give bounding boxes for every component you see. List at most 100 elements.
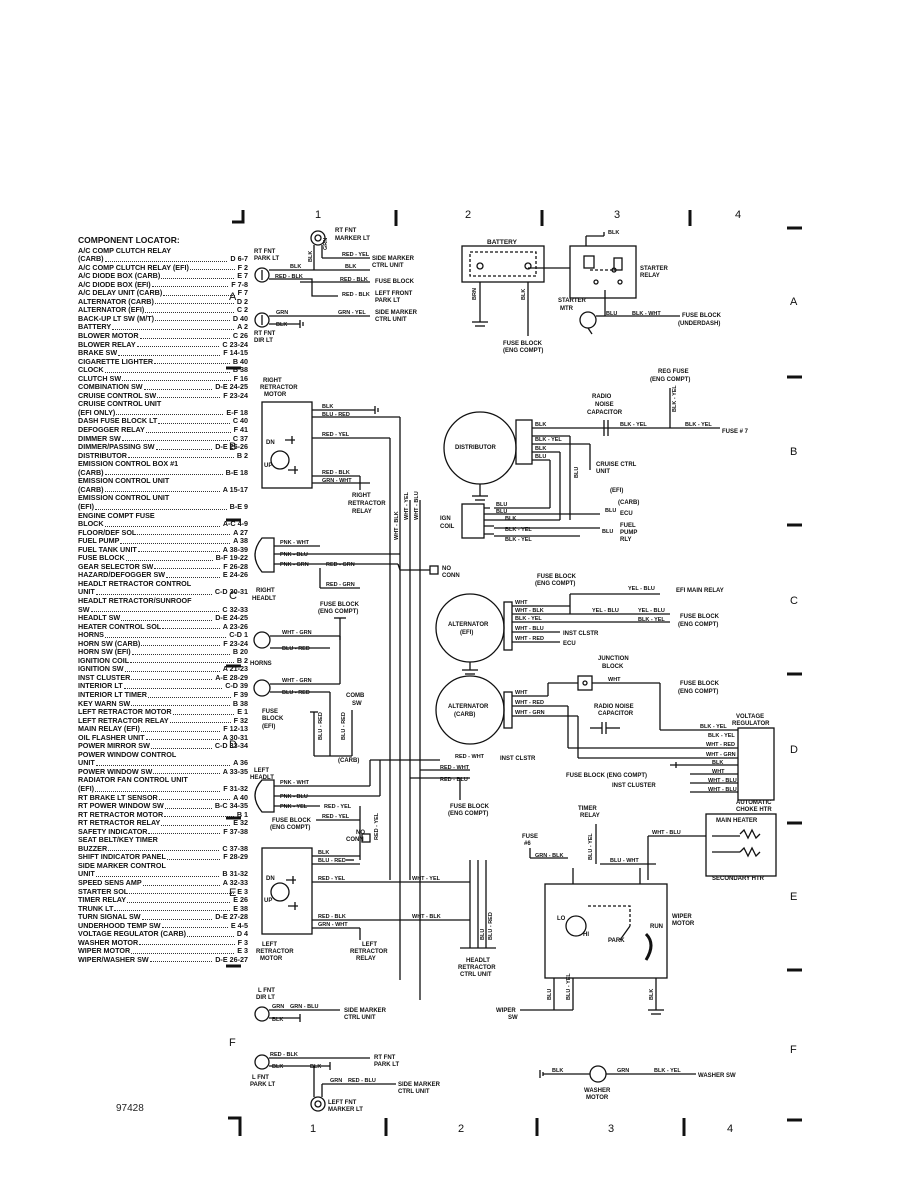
radio-noise-capacitor-carb: RADIO NOISE CAPACITOR xyxy=(590,704,634,734)
wire-label: LEFT xyxy=(254,768,269,774)
locator-leader-dots xyxy=(145,306,234,313)
row-label-right-E: E xyxy=(790,891,797,903)
locator-component-name: SW xyxy=(78,605,90,614)
main-trunk-wires: WHT - BLK WHT - YEL WHT - BLU xyxy=(389,417,421,1000)
locator-row: HORN SW (EFI)B 20 xyxy=(78,648,248,657)
locator-component-name: MAIN RELAY (EFI) xyxy=(78,725,140,734)
reg-fuse: REG FUSE (ENG COMPT) BLK - YEL BLK - YEL… xyxy=(650,369,749,435)
wire-label: INST CLSTR xyxy=(563,631,599,637)
locator-grid-ref: B 2 xyxy=(236,451,248,460)
wire-label: GRN xyxy=(276,310,288,316)
wire-segment xyxy=(617,279,623,285)
locator-grid-ref: E 7 xyxy=(237,272,248,281)
wire-label: RADIO NOISE xyxy=(594,704,634,710)
wire-label: WASHER SW xyxy=(698,1073,736,1079)
wire-label: RED - YEL xyxy=(318,876,346,882)
wire-label: BLK xyxy=(310,1064,321,1070)
locator-component-name: ALTERNATOR (CARB) xyxy=(78,297,154,306)
locator-grid-ref: A 27 xyxy=(233,528,248,537)
locator-component-name: BLOWER MOTOR xyxy=(78,332,139,341)
wire-label: (ENG COMPT) xyxy=(650,377,690,383)
locator-component-name: HORNS xyxy=(78,631,104,640)
locator-component-name: CRUISE CONTROL UNIT xyxy=(78,400,162,409)
wire-label: STARTER xyxy=(640,266,669,272)
wire-label: (ENG COMPT) xyxy=(318,609,358,615)
wire-label: BLU - WHT xyxy=(610,858,639,864)
distributor: DISTRIBUTOR BLK BLK - YEL BLK BLU xyxy=(443,411,680,501)
wire-label: RETRACTOR xyxy=(350,949,388,955)
locator-leader-dots xyxy=(189,264,235,271)
locator-grid-ref: F 32 xyxy=(233,716,248,725)
locator-leader-dots xyxy=(143,383,213,390)
wire-segment xyxy=(739,828,761,840)
component-locator: COMPONENT LOCATOR: A/C COMP CLUTCH RELAY… xyxy=(78,236,248,964)
locator-leader-dots xyxy=(141,913,213,920)
wire-label: PNK - BLU xyxy=(280,552,308,558)
wire-label: RELAY xyxy=(640,273,660,279)
wire-label: PARK LT xyxy=(375,298,400,304)
locator-component-name: UNIT xyxy=(78,759,95,768)
wire-label: SW xyxy=(352,701,362,707)
locator-component-name: ENGINE COMPT FUSE xyxy=(78,511,155,520)
cruise-ctrl-unit: CRUISE CTRL UNIT BLU (EFI) (CARB) BLU EC… xyxy=(569,436,639,543)
battery: BATTERY BRN BLK FUSE BLOCK (ENG COMPT) xyxy=(461,239,570,354)
wire-label: BLK xyxy=(505,516,516,522)
locator-row: VOLTAGE REGULATOR (CARB)D 4 xyxy=(78,930,248,939)
locator-grid-ref: C 40 xyxy=(232,417,248,426)
wire-label: (CARB) xyxy=(454,712,475,718)
locator-row: SIDE MARKER CONTROL xyxy=(78,862,248,871)
wire-label: BLU xyxy=(602,529,613,535)
headlt-retractor-ctrl-unit: BLU BLU - RED HEADLT RETRACTOR CTRL UNIT xyxy=(458,860,496,978)
wire-label: BLU - RED xyxy=(341,712,347,740)
wire-label: BLK - WHT xyxy=(632,311,661,317)
wire-label: PNK - BLU xyxy=(280,794,308,800)
wire-segment xyxy=(583,255,595,269)
wire-label: BLU xyxy=(535,454,546,460)
locator-component-name: HEADLT RETRACTOR CONTROL xyxy=(78,579,192,588)
locator-component-name: WIPER/WASHER SW xyxy=(78,955,149,964)
l-fnt-dir-lt: L FNT DIR LT GRN GRN - BLU BLK SIDE MARK… xyxy=(254,988,387,1023)
locator-leader-dots xyxy=(166,571,220,578)
wire-label: SW xyxy=(508,1015,518,1021)
wire-label: WHT xyxy=(515,690,528,696)
locator-grid-ref: C 26 xyxy=(232,332,248,341)
wire-label: BLU - RED xyxy=(282,690,310,696)
wire-label: GRN - WHT xyxy=(322,478,352,484)
locator-grid-ref: A 23-26 xyxy=(222,622,248,631)
junction-block: JUNCTION BLOCK WHT FUSE BLOCK (ENG COMPT… xyxy=(547,656,720,730)
wire-label: WHT xyxy=(608,677,621,683)
locator-leader-dots xyxy=(161,272,235,279)
wire-label: RT FNT xyxy=(254,249,276,255)
locator-component-name: CLUTCH SW xyxy=(78,374,122,383)
locator-component-name: SHIFT INDICATOR PANEL xyxy=(78,853,166,862)
locator-grid-ref: F 7-8 xyxy=(231,280,248,289)
locator-leader-dots xyxy=(140,725,221,732)
locator-leader-dots xyxy=(154,298,234,305)
wire-label: PNK - YEL xyxy=(280,804,308,810)
wire-label: BLK - YEL xyxy=(638,617,665,623)
wire-label: NO xyxy=(442,566,451,572)
locator-row: EMISSION CONTROL BOX #1 xyxy=(78,460,248,469)
wire-label: RUN xyxy=(650,924,663,930)
wire-label: DISTRIBUTOR xyxy=(455,445,497,451)
wire-segment xyxy=(705,813,777,877)
locator-grid-ref: A 32-33 xyxy=(222,879,248,888)
locator-grid-ref: A-C 4-9 xyxy=(222,520,248,529)
wire-label: TIMER xyxy=(578,806,597,812)
horns: WHT - GRN BLU - RED WHT - GRN BLU - RED … xyxy=(250,630,341,697)
locator-leader-dots xyxy=(139,939,235,946)
wire-label: SIDE MARKER xyxy=(375,310,418,316)
wire-label: PARK xyxy=(608,938,625,944)
locator-leader-dots xyxy=(149,956,213,963)
locator-leader-dots xyxy=(95,870,220,878)
wire-segment xyxy=(285,436,295,444)
locator-row: HORN SW (CARB)F 23-24 xyxy=(78,640,248,649)
locator-component-name: BLOWER RELAY xyxy=(78,340,136,349)
